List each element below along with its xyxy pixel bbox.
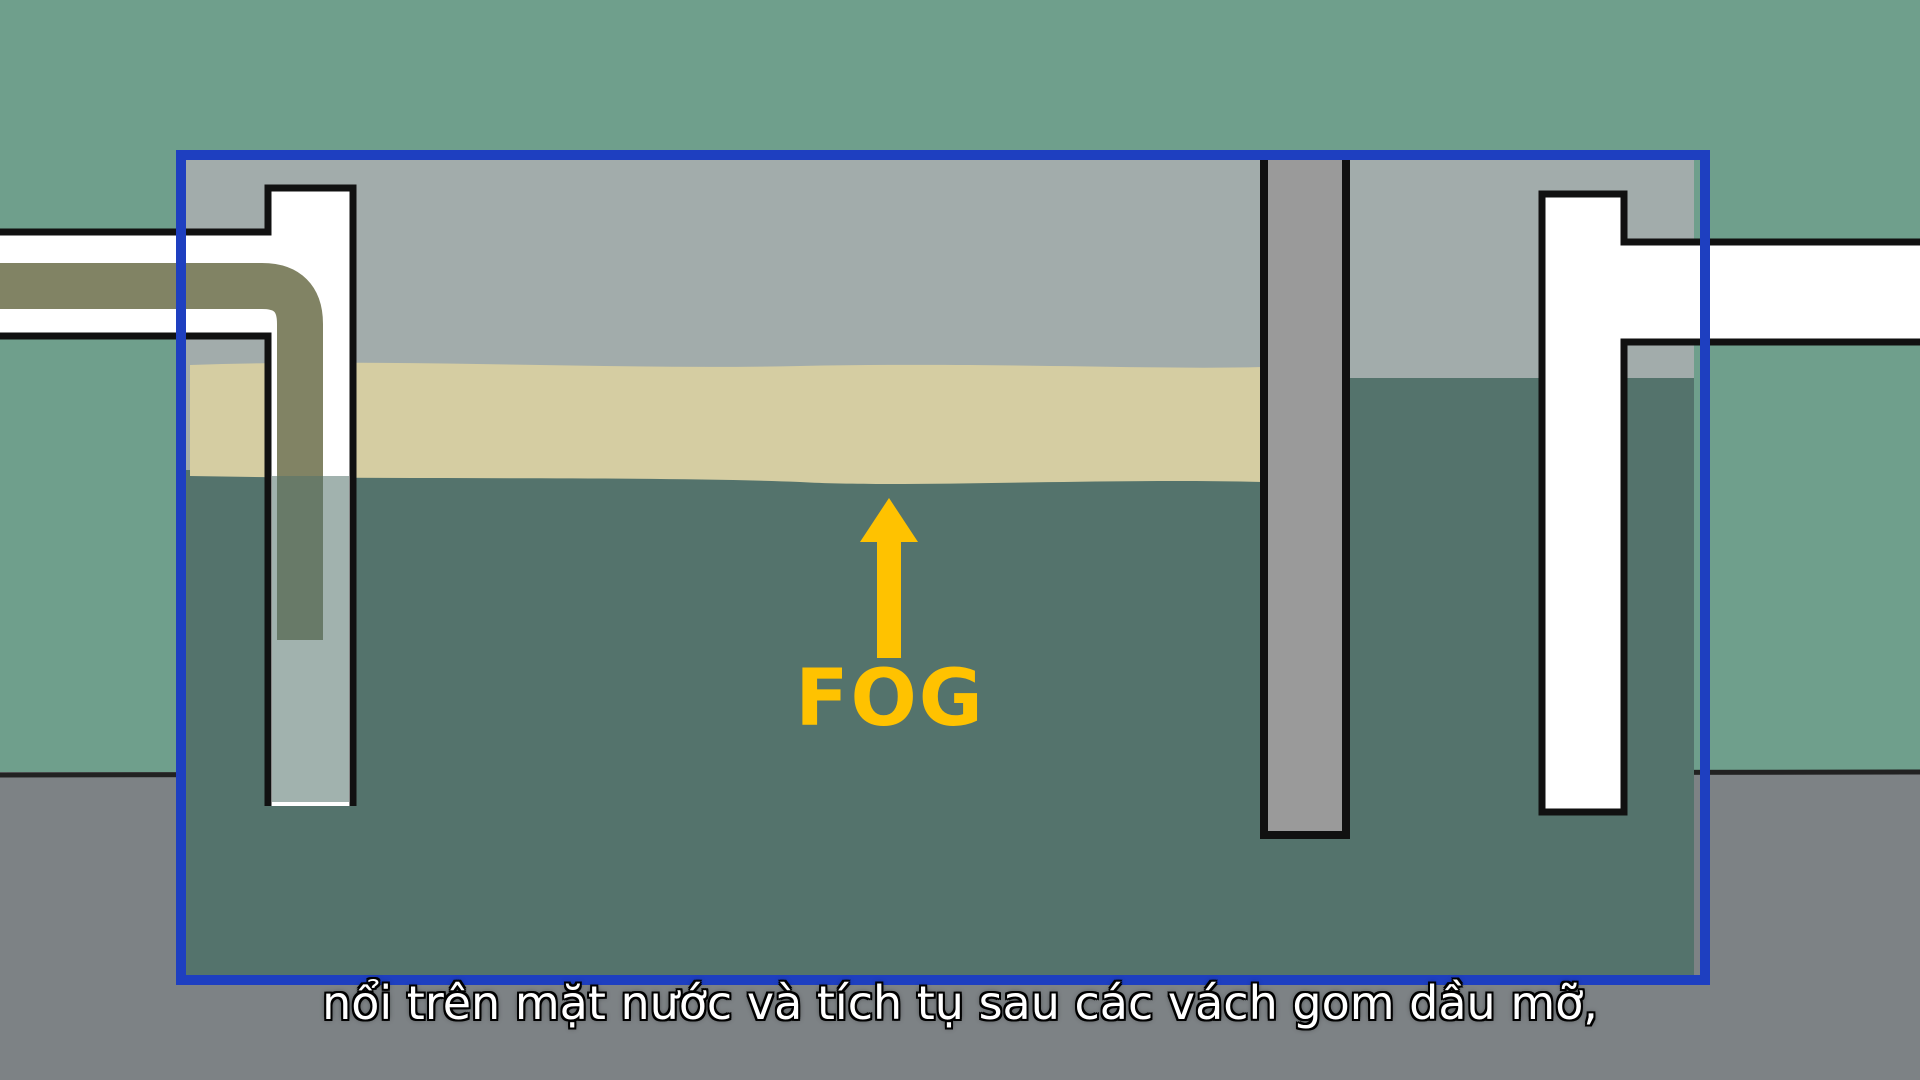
- fog-up-arrow: [860, 498, 918, 658]
- fog-label: FOG: [795, 654, 985, 744]
- baffle-wall: [1260, 151, 1350, 839]
- water-left-chamber: [184, 470, 1264, 978]
- outlet-pipe: [1542, 194, 1920, 812]
- outlet-pipe-outline: [1538, 190, 1920, 816]
- tank-border: [176, 150, 1710, 985]
- inlet-pipe-water: [272, 476, 349, 802]
- fog-layer: [190, 362, 1262, 484]
- video-subtitle: nổi trên mặt nước và tích tụ sau các vác…: [322, 976, 1598, 1030]
- wastewater-flow: [0, 263, 323, 640]
